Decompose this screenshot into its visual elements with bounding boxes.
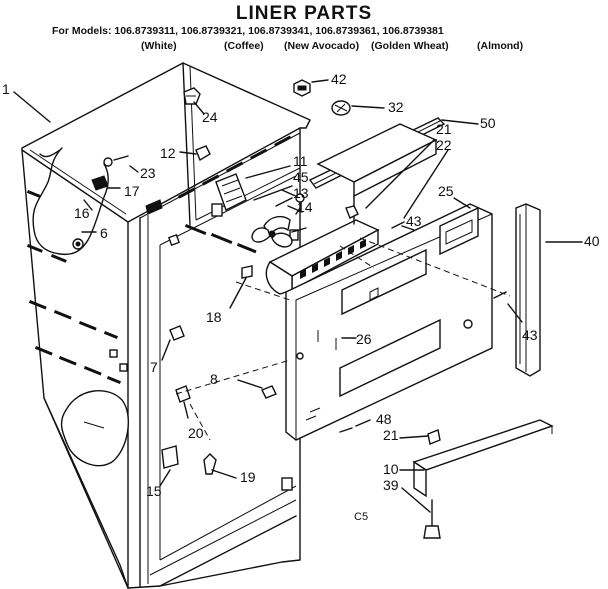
finish-new-avocado: (New Avocado) xyxy=(284,40,360,52)
callout-15: 15 xyxy=(146,483,162,499)
page-title: LINER PARTS xyxy=(235,3,373,24)
callout-18: 18 xyxy=(206,309,222,325)
finish-golden-wheat: (Golden Wheat) xyxy=(371,40,449,52)
callout-1: 1 xyxy=(2,81,10,97)
callout-43-lower: 43 xyxy=(522,327,538,343)
reference-lines xyxy=(175,237,511,441)
callout-43-upper: 43 xyxy=(406,213,422,229)
callout-21-lower: 21 xyxy=(383,427,399,443)
callout-25: 25 xyxy=(438,183,454,199)
finish-coffee: (Coffee) xyxy=(224,40,264,52)
callout-22: 22 xyxy=(436,137,452,153)
callout-39: 39 xyxy=(383,477,399,493)
wire-harness xyxy=(32,147,129,256)
callout-7: 7 xyxy=(150,359,158,375)
callout-12: 12 xyxy=(160,145,176,161)
screws-and-clips xyxy=(161,221,507,539)
callout-23: 23 xyxy=(140,165,156,181)
models-line: For Models: 106.8739311, 106.8739321, 10… xyxy=(52,25,444,37)
callout-14: 14 xyxy=(297,199,313,215)
callout-24: 24 xyxy=(202,109,218,125)
finish-almond: (Almond) xyxy=(477,40,524,52)
callout-40: 40 xyxy=(584,233,600,249)
air-duct xyxy=(265,123,438,295)
bottom-rail xyxy=(412,419,554,498)
callout-17: 17 xyxy=(124,183,140,199)
callout-45: 45 xyxy=(293,169,309,185)
finish-white: (White) xyxy=(141,40,177,52)
callout-19: 19 xyxy=(240,469,256,485)
callout-20: 20 xyxy=(188,425,204,441)
callout-26: 26 xyxy=(356,331,372,347)
fan-motor-assembly xyxy=(211,173,307,248)
callout-8: 8 xyxy=(210,371,218,387)
callout-48: 48 xyxy=(376,411,392,427)
diagram-code: C5 xyxy=(354,511,368,523)
callout-50: 50 xyxy=(480,115,496,131)
leader-lines xyxy=(13,79,583,513)
liner-cabinet xyxy=(21,62,311,589)
callout-13: 13 xyxy=(293,185,309,201)
callout-42: 42 xyxy=(331,71,347,87)
callout-10: 10 xyxy=(383,461,399,477)
callout-32: 32 xyxy=(388,99,404,115)
evaporator-cover xyxy=(285,203,493,441)
callout-labels: 1 42 24 32 50 12 21 22 11 23 45 13 17 14… xyxy=(2,71,600,523)
side-rail xyxy=(515,203,541,377)
callout-11: 11 xyxy=(293,153,308,169)
callout-16: 16 xyxy=(74,205,90,221)
callout-6: 6 xyxy=(100,225,108,241)
small-parts-top xyxy=(183,79,351,162)
callout-21-upper: 21 xyxy=(436,121,452,137)
